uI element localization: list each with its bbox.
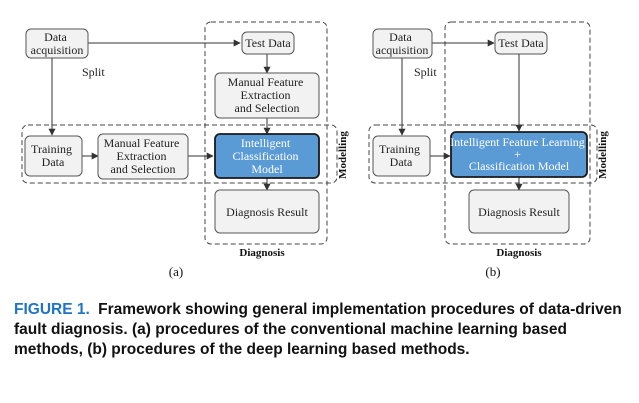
svg-text:Intelligent Feature Learning: Intelligent Feature Learning + Classific… xyxy=(450,135,588,173)
classification-line2-a: Classification xyxy=(233,149,299,163)
training-line2-a: Data xyxy=(42,155,65,169)
manual-top-line1-a: Manual Feature xyxy=(228,75,304,89)
data-acquisition-line1-a: Data xyxy=(44,30,67,44)
diagnosis-result-box-a xyxy=(214,189,320,234)
diagram-b: Data acquisition Split Test Data Trainin… xyxy=(368,21,609,279)
svg-text:Data acquisition: Data acquisition xyxy=(376,30,429,57)
figure-caption: FIGURE 1. Framework showing general impl… xyxy=(14,300,629,360)
data-acquisition-box-b xyxy=(372,28,433,59)
framework-figure: Data acquisition Split Test Data Manual … xyxy=(21,21,609,279)
svg-text:Training Data: Training Data xyxy=(31,142,75,169)
data-acquisition-line2-b: acquisition xyxy=(376,43,429,57)
manual-top-line3-a: and Selection xyxy=(235,101,300,115)
figure-caption-text: Framework showing general implementation… xyxy=(14,301,622,358)
manual-mid-line1-a: Manual Feature xyxy=(104,136,180,150)
split-label-b: Split xyxy=(414,65,437,79)
diagnosis-label-b: Diagnosis xyxy=(496,247,542,259)
svg-text:Manual Feature Extractio: Manual Feature Extraction and Selection xyxy=(228,75,307,115)
training-data-box-a xyxy=(24,135,83,177)
test-data-box-a xyxy=(241,31,295,55)
test-data-label-b: Test Data xyxy=(498,36,544,50)
modelling-dashed-region-b xyxy=(368,124,598,184)
classification-model-box-a xyxy=(214,133,320,179)
manual-mid-line2-a: Extraction xyxy=(117,149,167,163)
figure-caption-label: FIGURE 1. xyxy=(14,301,90,318)
learning-model-line2-b: + xyxy=(514,147,521,161)
split-label-a: Split xyxy=(82,65,105,79)
svg-text:Manual Feature Extractio: Manual Feature Extraction and Selection xyxy=(104,136,183,176)
manual-top-line2-a: Extraction xyxy=(241,88,291,102)
sublabel-b: (b) xyxy=(485,264,500,279)
training-line1-a: Training xyxy=(31,142,72,156)
manual-feature-mid-box-a xyxy=(97,133,189,180)
diagnosis-dashed-region-a xyxy=(204,21,328,245)
data-acquisition-line1-b: Data xyxy=(389,30,412,44)
training-line2-b: Data xyxy=(390,155,413,169)
test-data-box-b xyxy=(494,31,548,55)
diagnosis-result-box-b xyxy=(468,189,570,234)
data-acquisition-line2-a: acquisition xyxy=(31,43,84,57)
modelling-label-b: Modelling xyxy=(597,131,609,179)
diagnosis-dashed-region-b xyxy=(444,21,591,245)
classification-line3-a: Model xyxy=(251,162,283,176)
training-data-box-b xyxy=(372,135,431,177)
sublabel-a: (a) xyxy=(169,264,183,279)
diagnosis-label-a: Diagnosis xyxy=(239,247,285,259)
data-acquisition-box-a xyxy=(25,28,89,59)
diagram-a: Data acquisition Split Test Data Manual … xyxy=(21,21,349,279)
test-data-label-a: Test Data xyxy=(245,36,291,50)
learning-model-line3-b: Classification Model xyxy=(469,159,570,173)
diagnosis-result-label-b: Diagnosis Result xyxy=(478,205,560,219)
svg-text:Data acquisition: Data acquisition xyxy=(31,30,84,57)
diagnosis-result-label-a: Diagnosis Result xyxy=(226,205,308,219)
modelling-label-a: Modelling xyxy=(337,131,349,179)
manual-mid-line3-a: and Selection xyxy=(111,162,176,176)
learning-model-box-b xyxy=(450,131,588,178)
training-line1-b: Training xyxy=(379,142,420,156)
manual-feature-top-box-a xyxy=(214,72,320,119)
classification-line1-a: Intelligent xyxy=(241,136,291,150)
learning-model-line1-b: Intelligent Feature Learning xyxy=(450,135,585,149)
svg-text:Intelligent Classificati: Intelligent Classification Model xyxy=(233,136,302,176)
svg-text:Training Data: Training Data xyxy=(379,142,423,169)
